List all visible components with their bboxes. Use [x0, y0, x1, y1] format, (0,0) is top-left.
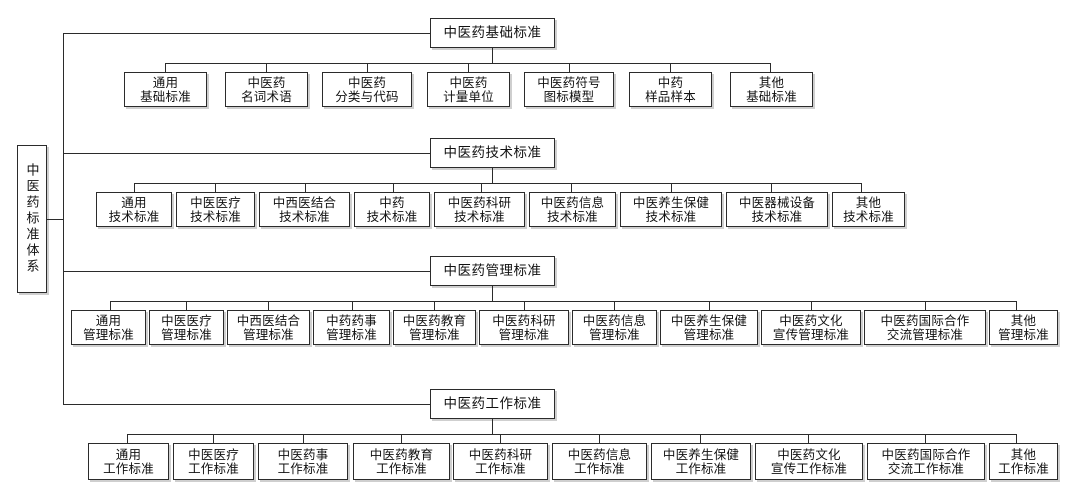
branch-line-basic	[63, 33, 430, 34]
node-work-4: 中医药教育 工作标准	[353, 443, 450, 480]
node-management-6: 中医药科研 管理标准	[479, 310, 569, 345]
group-head-basic: 中医药基础标准	[430, 18, 555, 48]
child-stem-work-7	[700, 434, 701, 443]
group-rail-work	[127, 434, 1016, 435]
node-technical-8: 中医器械设备 技术标准	[726, 192, 828, 227]
child-stem-technical-9	[861, 183, 862, 192]
group-head-management: 中医药管理标准	[430, 256, 555, 286]
child-stem-management-4	[352, 301, 353, 310]
node-work-1: 通用 工作标准	[88, 443, 169, 480]
group-head-work: 中医药工作标准	[430, 389, 555, 419]
child-stem-work-1	[127, 434, 128, 443]
node-management-9: 中医药文化 宣传管理标准	[761, 310, 861, 345]
node-technical-6: 中医药信息 技术标准	[529, 192, 616, 227]
node-work-2: 中医医疗 工作标准	[173, 443, 254, 480]
node-management-8: 中医养生保健 管理标准	[660, 310, 758, 345]
child-stem-management-5	[434, 301, 435, 310]
branch-line-management	[63, 271, 430, 272]
child-stem-technical-4	[393, 183, 394, 192]
group-stem-basic	[492, 48, 493, 63]
node-work-9: 中医药国际合作 交流工作标准	[867, 443, 985, 480]
child-stem-work-9	[925, 434, 926, 443]
child-stem-technical-5	[481, 183, 482, 192]
node-basic-5: 中医药符号 图标模型	[524, 72, 614, 107]
child-stem-management-1	[110, 301, 111, 310]
node-management-2: 中医医疗 管理标准	[149, 310, 224, 345]
child-stem-technical-3	[305, 183, 306, 192]
node-work-6: 中医药信息 工作标准	[552, 443, 647, 480]
node-management-3: 中西医结合 管理标准	[227, 310, 310, 345]
node-technical-7: 中医养生保健 技术标准	[620, 192, 722, 227]
child-stem-technical-2	[215, 183, 216, 192]
child-stem-basic-2	[266, 63, 267, 72]
group-rail-technical	[134, 183, 861, 184]
node-management-4: 中药药事 管理标准	[313, 310, 390, 345]
child-stem-basic-7	[770, 63, 771, 72]
node-management-1: 通用 管理标准	[71, 310, 146, 345]
child-stem-management-10	[925, 301, 926, 310]
group-stem-work	[492, 419, 493, 434]
node-management-5: 中医药教育 管理标准	[393, 310, 476, 345]
group-stem-technical	[492, 168, 493, 183]
node-basic-3: 中医药 分类与代码	[322, 72, 412, 107]
child-stem-management-3	[268, 301, 269, 310]
child-stem-basic-6	[670, 63, 671, 72]
group-rail-basic	[165, 63, 770, 64]
child-stem-management-6	[524, 301, 525, 310]
child-stem-work-3	[303, 434, 304, 443]
node-technical-5: 中医药科研 技术标准	[434, 192, 525, 227]
node-work-8: 中医药文化 宣传工作标准	[755, 443, 863, 480]
node-management-11: 其他 管理标准	[989, 310, 1058, 345]
node-work-3: 中医药事 工作标准	[258, 443, 348, 480]
node-work-7: 中医养生保健 工作标准	[651, 443, 751, 480]
node-basic-7: 其他 基础标准	[730, 72, 813, 107]
node-work-5: 中医药科研 工作标准	[453, 443, 548, 480]
child-stem-technical-8	[771, 183, 772, 192]
child-stem-management-9	[811, 301, 812, 310]
child-stem-management-8	[709, 301, 710, 310]
root-to-trunk-line	[47, 219, 64, 220]
group-stem-management	[492, 286, 493, 301]
node-technical-9: 其他 技术标准	[832, 192, 905, 227]
node-management-10: 中医药国际合作 交流管理标准	[864, 310, 986, 345]
child-stem-technical-1	[134, 183, 135, 192]
node-basic-4: 中医药 计量单位	[427, 72, 510, 107]
node-technical-4: 中药 技术标准	[354, 192, 430, 227]
child-stem-work-6	[599, 434, 600, 443]
child-stem-work-4	[401, 434, 402, 443]
child-stem-basic-3	[367, 63, 368, 72]
node-basic-1: 通用 基础标准	[124, 72, 207, 107]
node-work-10: 其他 工作标准	[989, 443, 1058, 480]
node-technical-2: 中医医疗 技术标准	[176, 192, 255, 227]
node-basic-2: 中医药 名词术语	[225, 72, 308, 107]
child-stem-work-2	[213, 434, 214, 443]
node-basic-6: 中药 样品样本	[629, 72, 712, 107]
child-stem-work-8	[808, 434, 809, 443]
child-stem-basic-4	[468, 63, 469, 72]
node-technical-3: 中西医结合 技术标准	[259, 192, 350, 227]
child-stem-management-11	[1016, 301, 1017, 310]
child-stem-technical-6	[571, 183, 572, 192]
child-stem-management-7	[614, 301, 615, 310]
child-stem-basic-1	[165, 63, 166, 72]
child-stem-basic-5	[569, 63, 570, 72]
group-head-technical: 中医药技术标准	[430, 138, 555, 168]
branch-line-technical	[63, 153, 430, 154]
root-node: 中医药标准体系	[17, 145, 47, 293]
child-stem-technical-7	[671, 183, 672, 192]
child-stem-work-5	[500, 434, 501, 443]
node-technical-1: 通用 技术标准	[96, 192, 172, 227]
child-stem-work-10	[1016, 434, 1017, 443]
child-stem-management-2	[186, 301, 187, 310]
group-rail-management	[110, 301, 1016, 302]
branch-line-work	[63, 404, 430, 405]
node-management-7: 中医药信息 管理标准	[572, 310, 657, 345]
